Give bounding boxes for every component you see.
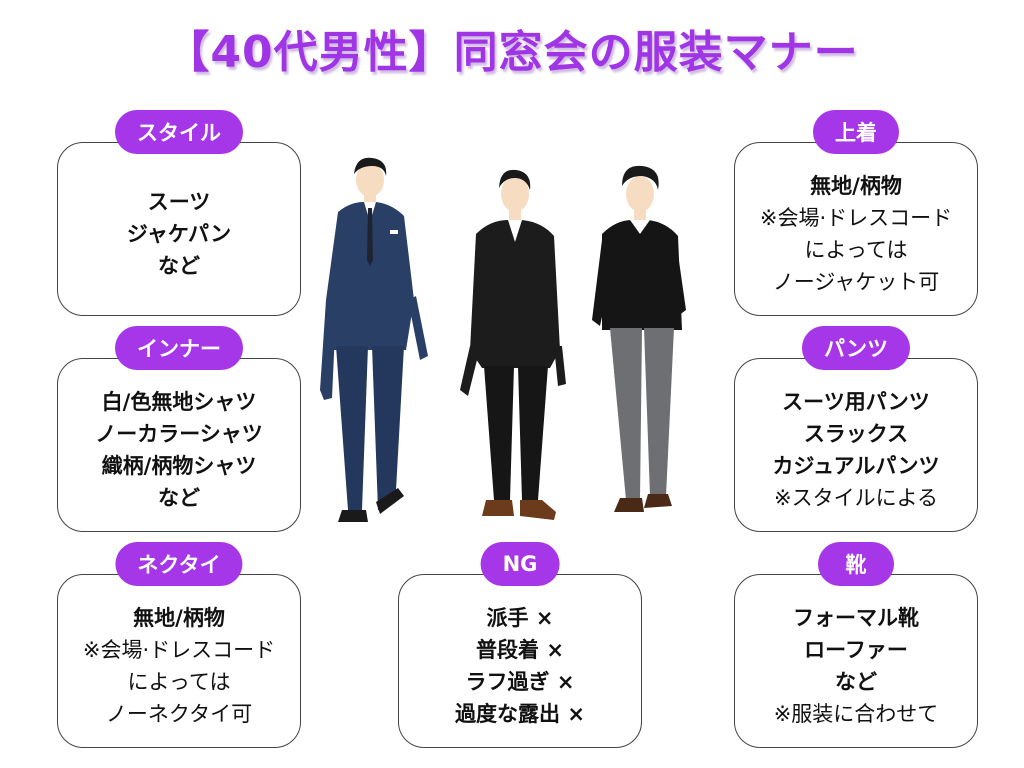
card-line: など [835, 670, 877, 694]
card-line: スラックス [803, 422, 909, 446]
card-line: 無地/柄物 [810, 174, 902, 198]
card-shoes: 靴 フォーマル靴 ローファー など ※服装に合わせて [734, 542, 978, 748]
page-title: 【40代男性】同窓会の服装マナー [165, 27, 859, 78]
card-line: 無地/柄物 [133, 606, 225, 630]
card-line: ラフ過ぎ × [465, 670, 575, 694]
tag-necktie: ネクタイ [115, 542, 243, 586]
card-line: ノーネクタイ可 [105, 702, 253, 726]
card-line: ※服装に合わせて [773, 702, 939, 726]
card-line: によっては [804, 238, 908, 262]
card-inner-box: 白/色無地シャツ ノーカラーシャツ 織柄/柄物シャツ など [57, 358, 301, 532]
man-navy-suit-figure [320, 157, 428, 522]
card-line: 織柄/柄物シャツ [101, 454, 257, 478]
card-line: によっては [127, 670, 231, 694]
card-pants: パンツ スーツ用パンツ スラックス カジュアルパンツ ※スタイルによる [734, 326, 978, 532]
card-line: フォーマル靴 [793, 606, 919, 630]
card-line: カジュアルパンツ [772, 454, 940, 478]
tag-pants: パンツ [801, 326, 911, 370]
card-line: 派手 × [486, 606, 554, 630]
tag-jacket: 上着 [813, 110, 899, 154]
card-line: ノーカラーシャツ [95, 422, 263, 446]
card-line: 白/色無地シャツ [101, 390, 257, 414]
card-line: スーツ [147, 190, 211, 214]
card-ng: NG 派手 × 普段着 × ラフ過ぎ × 過度な露出 × [398, 542, 642, 748]
card-line: ※会場·ドレスコード [759, 206, 953, 230]
card-style: スタイル スーツ ジャケパン など [57, 110, 301, 316]
card-line: ノージャケット可 [772, 270, 940, 294]
card-style-box: スーツ ジャケパン など [57, 142, 301, 316]
tag-inner: インナー [115, 326, 243, 370]
card-line: など [158, 254, 200, 278]
card-line: ※会場·ドレスコード [82, 638, 276, 662]
card-necktie: ネクタイ 無地/柄物 ※会場·ドレスコード によっては ノーネクタイ可 [57, 542, 301, 748]
card-shoes-box: フォーマル靴 ローファー など ※服装に合わせて [734, 574, 978, 748]
tag-shoes: 靴 [818, 542, 894, 586]
card-line: スーツ用パンツ [782, 390, 930, 414]
card-ng-box: 派手 × 普段着 × ラフ過ぎ × 過度な露出 × [398, 574, 642, 748]
card-jacket-box: 無地/柄物 ※会場·ドレスコード によっては ノージャケット可 [734, 142, 978, 316]
man-sweater-figure [592, 165, 686, 512]
card-line: ジャケパン [126, 222, 232, 246]
men-illustration [320, 157, 686, 522]
card-line: ※スタイルによる [774, 486, 938, 510]
card-line: ローファー [804, 638, 908, 662]
card-necktie-box: 無地/柄物 ※会場·ドレスコード によっては ノーネクタイ可 [57, 574, 301, 748]
card-pants-box: スーツ用パンツ スラックス カジュアルパンツ ※スタイルによる [734, 358, 978, 532]
card-jacket: 上着 無地/柄物 ※会場·ドレスコード によっては ノージャケット可 [734, 110, 978, 316]
card-line: など [158, 486, 200, 510]
tag-ng: NG [480, 542, 560, 586]
tag-style: スタイル [115, 110, 243, 154]
card-line: 普段着 × [476, 638, 564, 662]
man-black-suit-figure [460, 169, 566, 520]
card-inner: インナー 白/色無地シャツ ノーカラーシャツ 織柄/柄物シャツ など [57, 326, 301, 532]
card-line: 過度な露出 × [455, 702, 585, 726]
